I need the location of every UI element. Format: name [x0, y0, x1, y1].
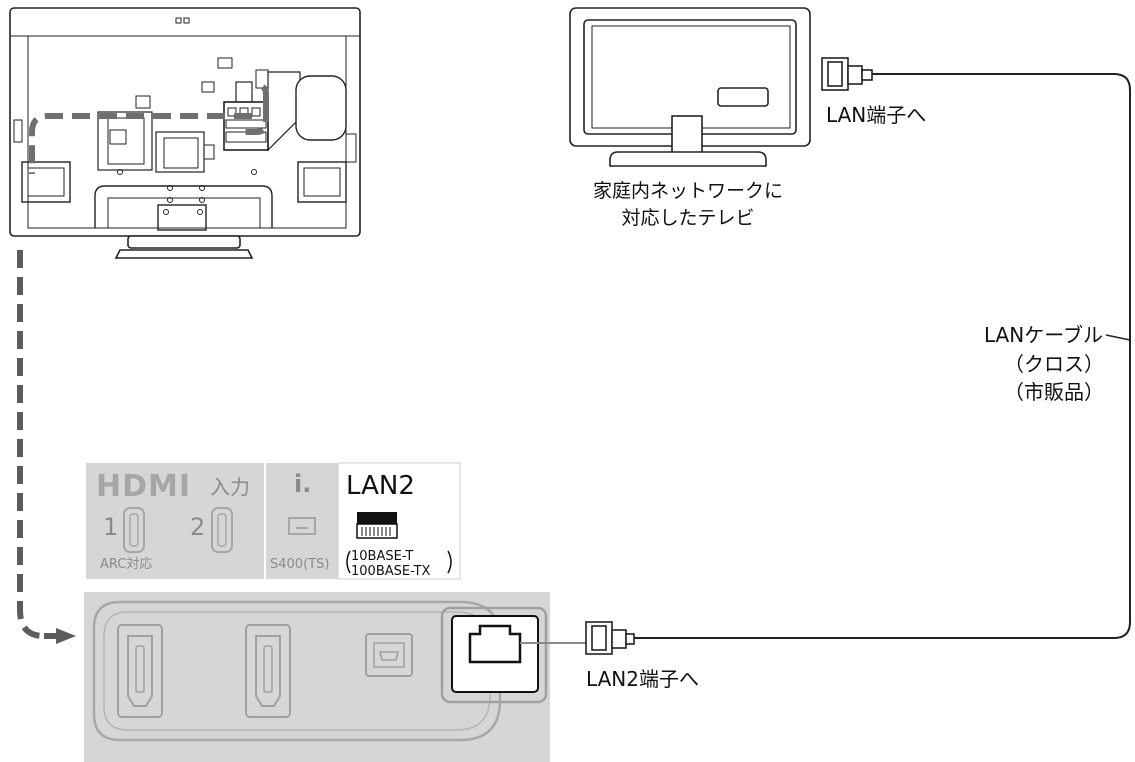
- i-link-symbol: i.: [294, 470, 311, 498]
- arrow-right-icon: [56, 628, 76, 644]
- hdmi-input-label: 入力: [210, 475, 250, 499]
- lan-plug-top-icon: [821, 57, 873, 91]
- recorder-rear-illustration: [9, 7, 361, 259]
- tv-label-line2: 対応したテレビ: [621, 207, 754, 229]
- cable-leader-line: [1105, 334, 1131, 341]
- rear-panel-connectors: [84, 592, 550, 762]
- lan-jack-icon: [356, 512, 398, 539]
- cable-label-line2: （クロス）: [1004, 352, 1104, 376]
- hdmi-1-number: 1: [103, 513, 118, 541]
- lan2-spec-1: 10BASE-T: [351, 549, 413, 564]
- lan-cable: [632, 73, 1131, 639]
- signal-path-dashed: [17, 83, 269, 644]
- tv-illustration: [569, 7, 811, 167]
- s400-label: S400(TS): [270, 557, 329, 572]
- cable-label-line3: （市販品）: [1004, 380, 1104, 404]
- lan2-spec-2: 100BASE-TX: [351, 564, 431, 579]
- lan-plug-bottom-icon: [585, 621, 635, 655]
- tv-label-line1: 家庭内ネットワークに: [593, 180, 783, 202]
- lan-port-label: LAN端子へ: [826, 103, 926, 127]
- lan2-port-icon: [468, 624, 522, 664]
- cable-label-line1: LANケーブル: [984, 323, 1103, 347]
- lan2-title: LAN2: [346, 471, 415, 501]
- hdmi-logo: HDMI: [96, 469, 191, 504]
- lan2-port-label: LAN2端子へ: [586, 667, 699, 691]
- hdmi-2-number: 2: [190, 513, 205, 541]
- rear-panel-labels: HDMI 入力 1 2 ARC対応 i. S400(TS) LAN2 10BAS…: [86, 462, 461, 580]
- arc-label: ARC対応: [100, 557, 152, 572]
